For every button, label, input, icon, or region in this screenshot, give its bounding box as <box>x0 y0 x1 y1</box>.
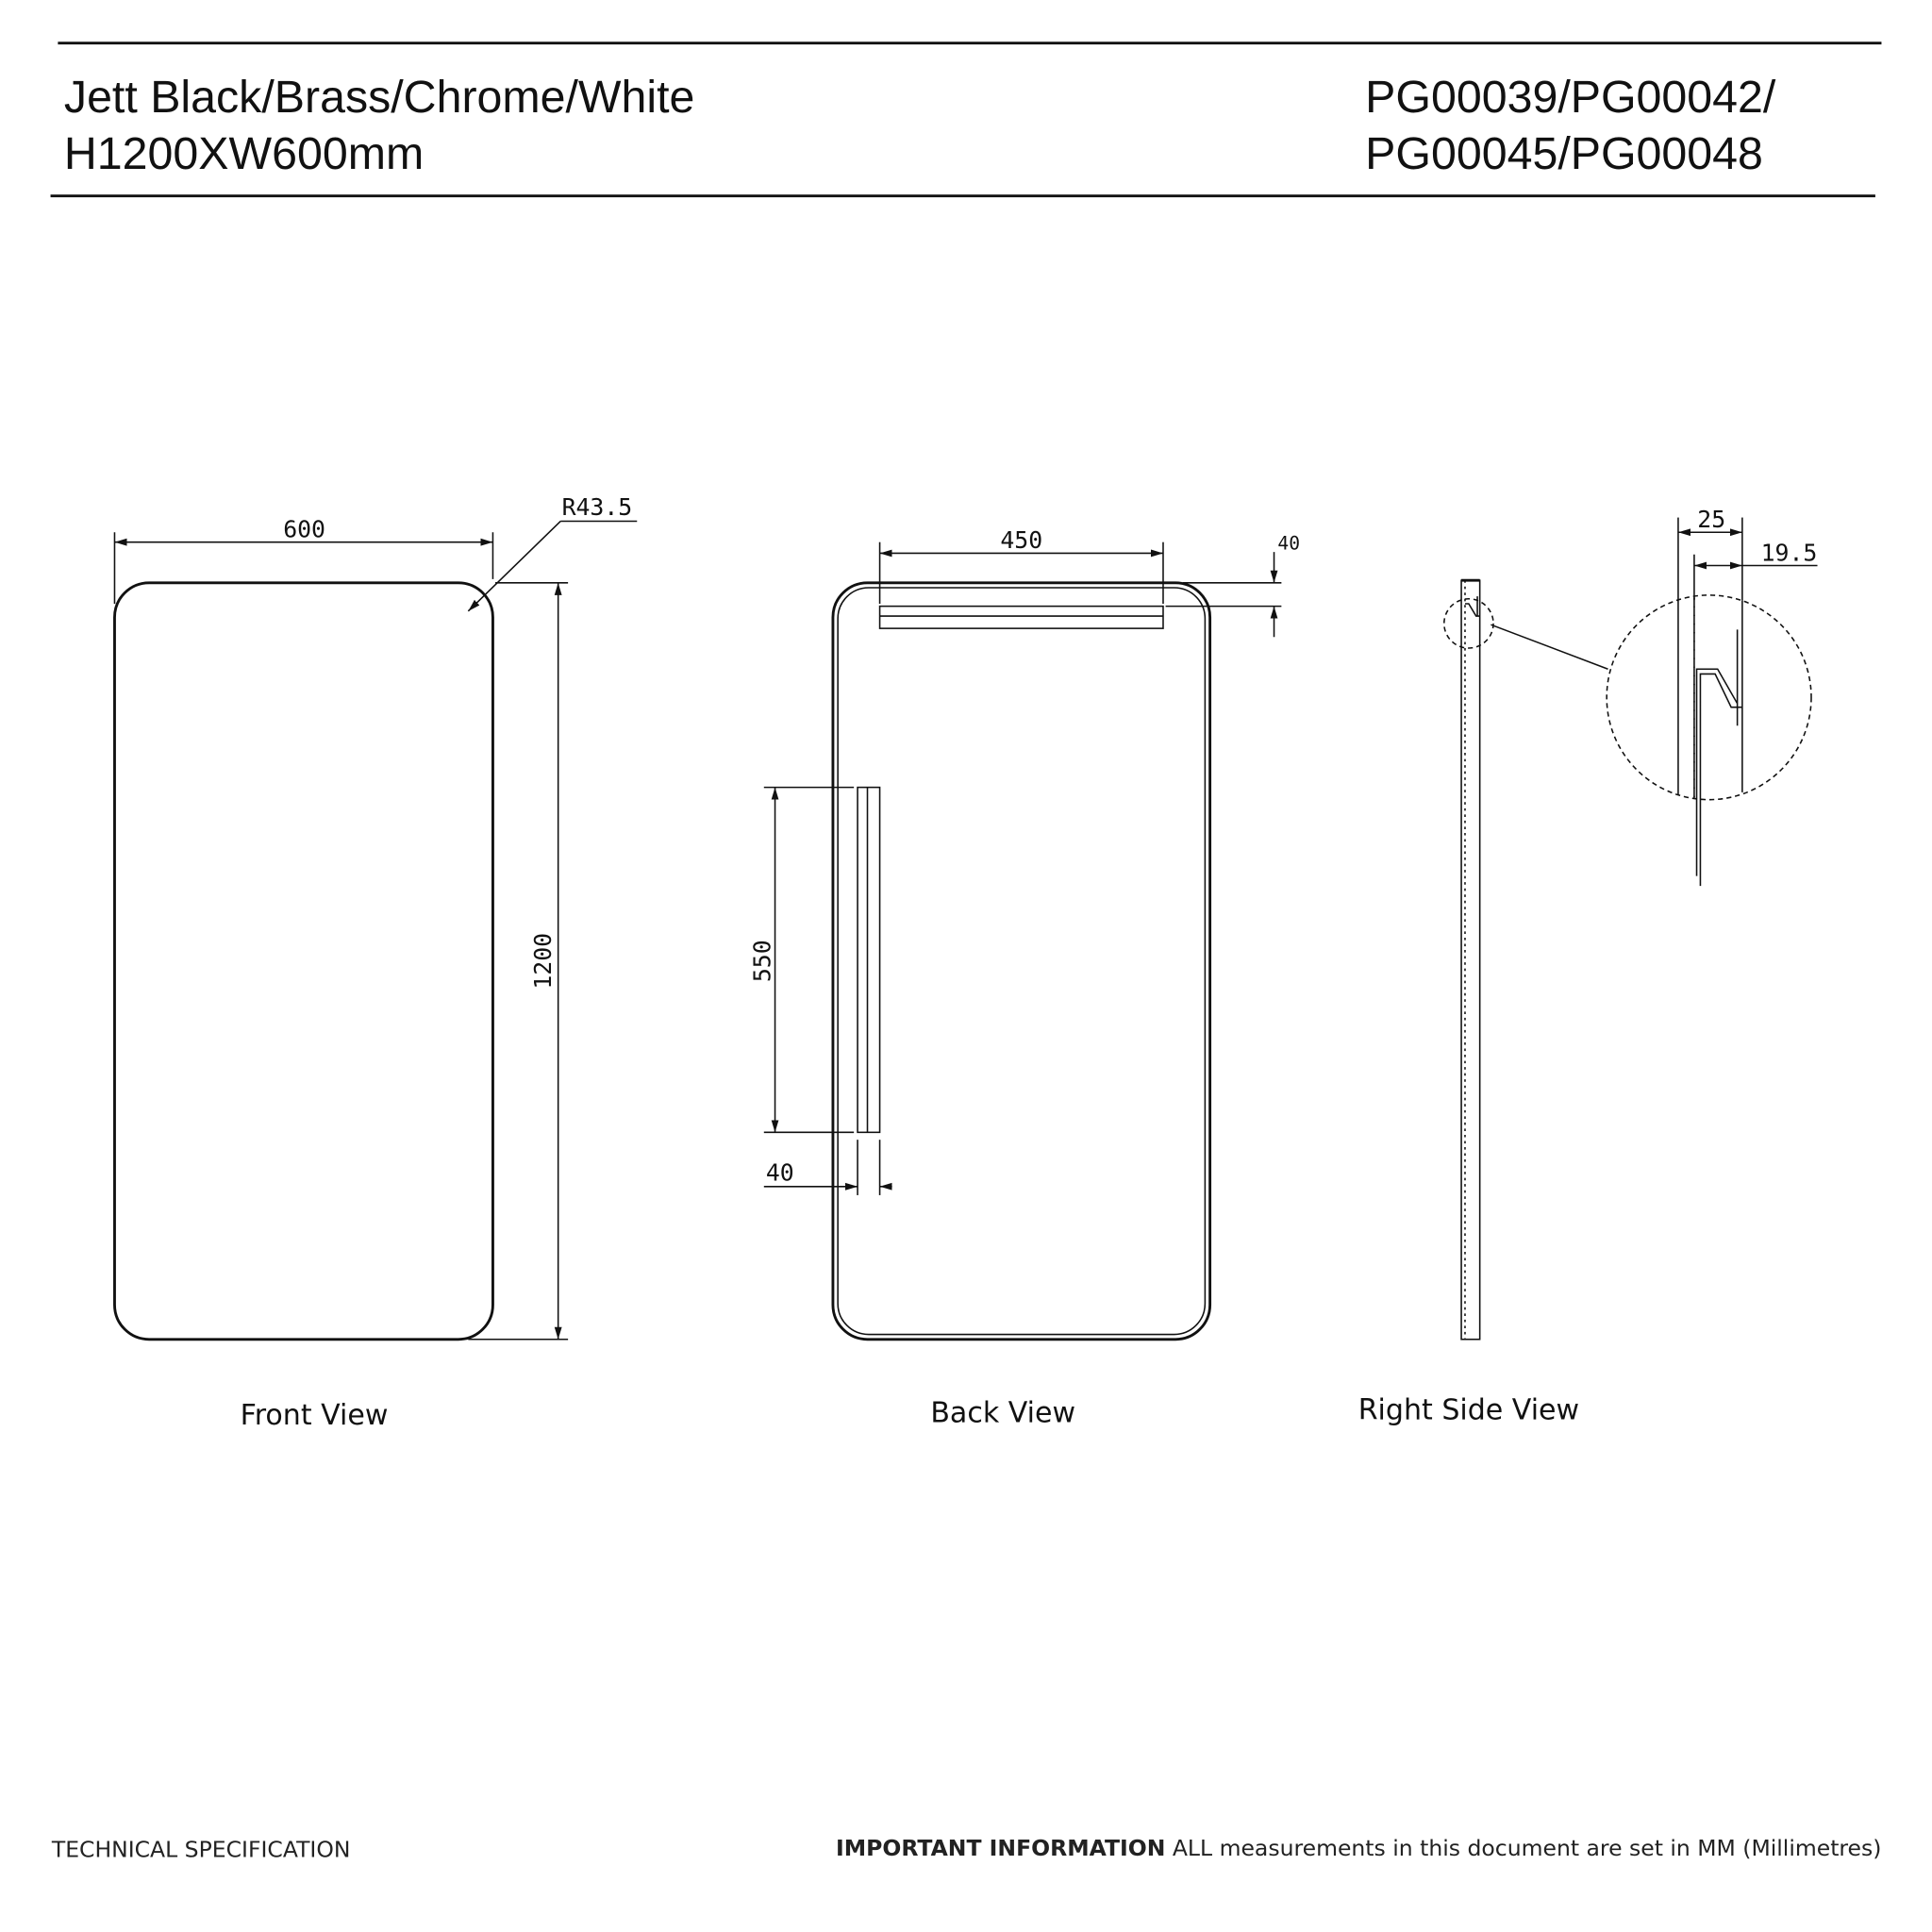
back-view-label: Back View <box>930 1396 1075 1429</box>
side-view-label: Right Side View <box>1358 1394 1579 1427</box>
front-mirror-outline <box>113 581 494 1341</box>
footer-important-label: IMPORTANT INFORMATION <box>836 1835 1165 1861</box>
depth-dimension: 25 <box>1697 506 1725 533</box>
detail-enlarged-circle <box>1606 594 1812 801</box>
header-codes-line1: PG00039/PG00042/ <box>1365 72 1776 123</box>
back-mirror-outline <box>831 581 1212 1341</box>
width-dimension: 600 <box>283 515 325 542</box>
side-view: 25 19.5 Right Side View <box>1358 506 1818 1427</box>
height-dimension: 1200 <box>529 933 557 990</box>
back-view: 450 40 550 40 Back View <box>748 526 1300 1429</box>
footer-note: ALL measurements in this document are se… <box>1165 1835 1881 1861</box>
front-view-label: Front View <box>241 1399 389 1432</box>
header-size: H1200XW600mm <box>64 128 424 179</box>
side-bar-offset-dimension: 40 <box>766 1158 794 1186</box>
front-view: 600 R43.5 1200 Front View <box>113 493 638 1432</box>
footer-technical-specification: TECHNICAL SPECIFICATION <box>51 1836 351 1862</box>
inner-depth-dimension: 19.5 <box>1761 539 1818 566</box>
radius-dimension: R43.5 <box>562 493 633 521</box>
z-bracket <box>1695 629 1742 887</box>
header-finishes: Jett Black/Brass/Chrome/White <box>64 72 695 123</box>
side-led-bar <box>857 786 881 1134</box>
side-profile <box>1460 579 1481 1341</box>
footer-important-information: IMPORTANT INFORMATION ALL measurements i… <box>836 1835 1881 1861</box>
side-bar-length-dimension: 550 <box>748 940 775 982</box>
top-led-bar <box>878 605 1164 629</box>
bar-offset-dimension: 40 <box>1277 533 1300 555</box>
header-codes-line2: PG00045/PG00048 <box>1365 128 1763 179</box>
bar-length-dimension: 450 <box>1000 526 1042 554</box>
detail-marker-circle <box>1442 597 1494 649</box>
